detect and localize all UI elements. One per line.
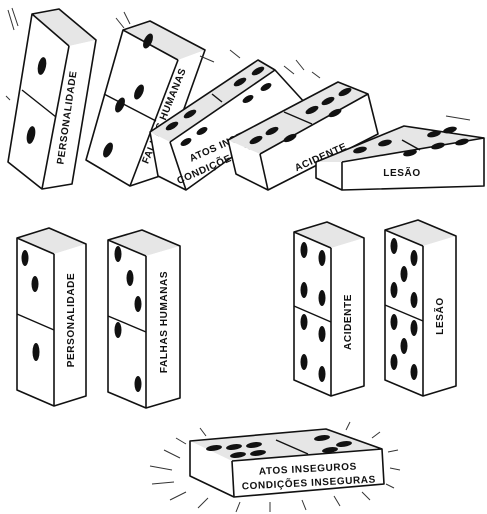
label-lesao-falling: LESÃO: [383, 166, 420, 179]
domino-atos-removed: ATOS INSEGUROS CONDIÇÕES INSEGURAS: [190, 429, 384, 497]
domino-personalidade-standing: PERSONALIDADE: [17, 228, 86, 406]
label-falhas-standing: FALHAS HUMANAS: [159, 271, 170, 373]
domino-personalidade-falling: PERSONALIDADE: [8, 9, 96, 189]
label-acidente-standing: ACIDENTE: [343, 294, 354, 350]
domino-falhas-standing: FALHAS HUMANAS: [108, 230, 180, 408]
label-personalidade-standing: PERSONALIDADE: [66, 273, 77, 367]
label-lesao-standing: LESÃO: [433, 297, 446, 334]
domino-acidente-standing: ACIDENTE: [294, 222, 364, 396]
domino-lesao-standing: LESÃO: [385, 220, 456, 396]
